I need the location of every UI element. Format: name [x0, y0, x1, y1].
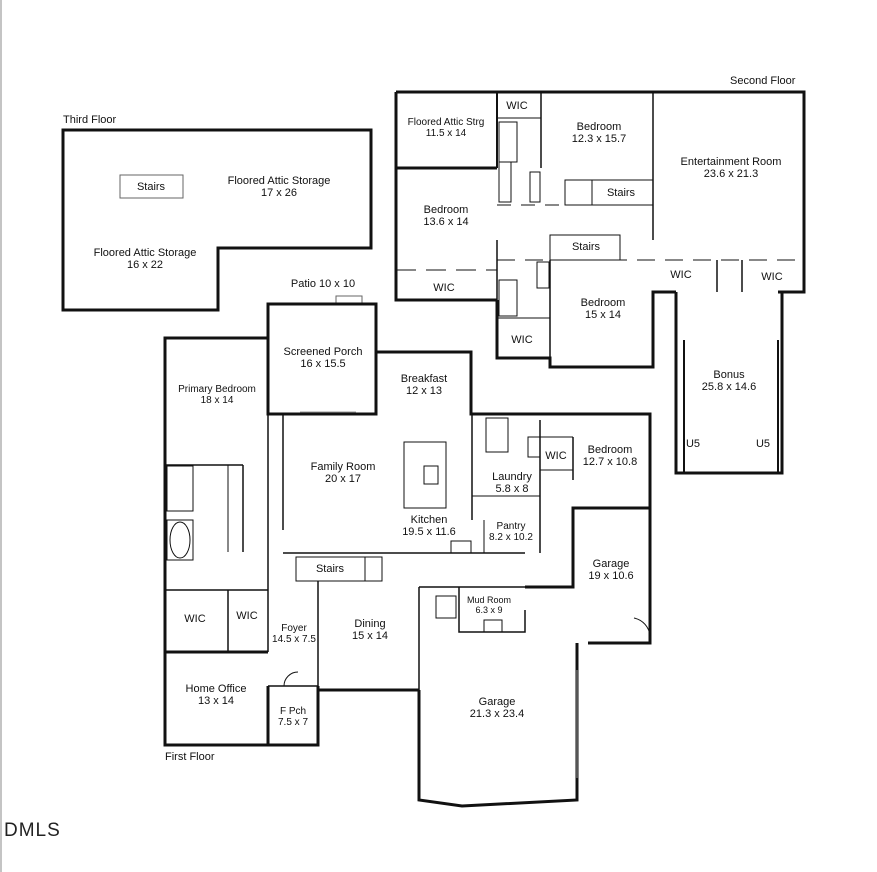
third-floor-plan — [61, 128, 373, 312]
room-laundry: Laundry 5.8 x 8 — [492, 471, 532, 495]
room-dining: Dining 15 x 14 — [351, 618, 389, 642]
room-foyer: Foyer 14.5 x 7.5 — [272, 623, 316, 645]
first-floor-label: First Floor — [165, 751, 215, 763]
room-garage-large: Garage 21.3 x 23.4 — [469, 696, 525, 720]
room-stairs-first: Stairs — [315, 563, 345, 575]
room-breakfast: Breakfast 12 x 13 — [400, 373, 448, 397]
room-family-room: Family Room 20 x 17 — [310, 461, 376, 485]
room-wic-first-bedroom: WIC — [545, 450, 567, 462]
room-floored-attic-storage-large: Floored Attic Storage 17 x 26 — [227, 175, 331, 199]
room-u5-left: U5 — [685, 438, 701, 450]
room-front-porch: F Pch 7.5 x 7 — [277, 706, 309, 728]
second-floor-plan — [394, 90, 806, 475]
second-floor-label: Second Floor — [730, 75, 796, 87]
third-floor-label: Third Floor — [63, 114, 117, 126]
room-mud-room: Mud Room 6.3 x 9 — [466, 595, 512, 615]
room-entertainment-room: Entertainment Room 23.6 x 21.3 — [680, 156, 782, 180]
room-wic-second-top: WIC — [506, 100, 528, 112]
room-floored-attic-strg: Floored Attic Strg 11.5 x 14 — [407, 117, 485, 139]
room-bedroom-second-b: Bedroom 13.6 x 14 — [423, 204, 469, 228]
room-pantry: Pantry 8.2 x 10.2 — [489, 521, 533, 543]
room-patio: Patio 10 x 10 — [290, 278, 356, 290]
room-wic-second-right: WIC — [761, 271, 783, 283]
room-bonus: Bonus 25.8 x 14.6 — [701, 369, 757, 393]
room-stairs-third: Stairs — [136, 181, 166, 193]
room-wic-primary-b: WIC — [236, 610, 258, 622]
first-floor-plan — [163, 295, 652, 808]
dmls-logo: DMLS — [4, 820, 61, 841]
room-u5-right: U5 — [755, 438, 771, 450]
third-floor-stairs-box — [119, 174, 184, 199]
room-bedroom-first: Bedroom 12.7 x 10.8 — [582, 444, 638, 468]
room-floored-attic-storage-small: Floored Attic Storage 16 x 22 — [93, 247, 197, 271]
room-wic-second-bottom: WIC — [511, 334, 533, 346]
room-screened-porch: Screened Porch 16 x 15.5 — [283, 346, 363, 370]
room-wic-second-left: WIC — [433, 282, 455, 294]
room-stairs-second-b: Stairs — [571, 241, 601, 253]
room-kitchen: Kitchen 19.5 x 11.6 — [402, 514, 456, 538]
room-bedroom-second-c: Bedroom 15 x 14 — [580, 297, 626, 321]
room-wic-primary-a: WIC — [184, 613, 206, 625]
room-bedroom-second-a: Bedroom 12.3 x 15.7 — [571, 121, 627, 145]
room-primary-bedroom: Primary Bedroom 18 x 14 — [178, 384, 256, 406]
room-home-office: Home Office 13 x 14 — [185, 683, 247, 707]
room-garage-small: Garage 19 x 10.6 — [588, 558, 634, 582]
room-stairs-second-a: Stairs — [606, 187, 636, 199]
room-wic-second-mid: WIC — [670, 269, 692, 281]
